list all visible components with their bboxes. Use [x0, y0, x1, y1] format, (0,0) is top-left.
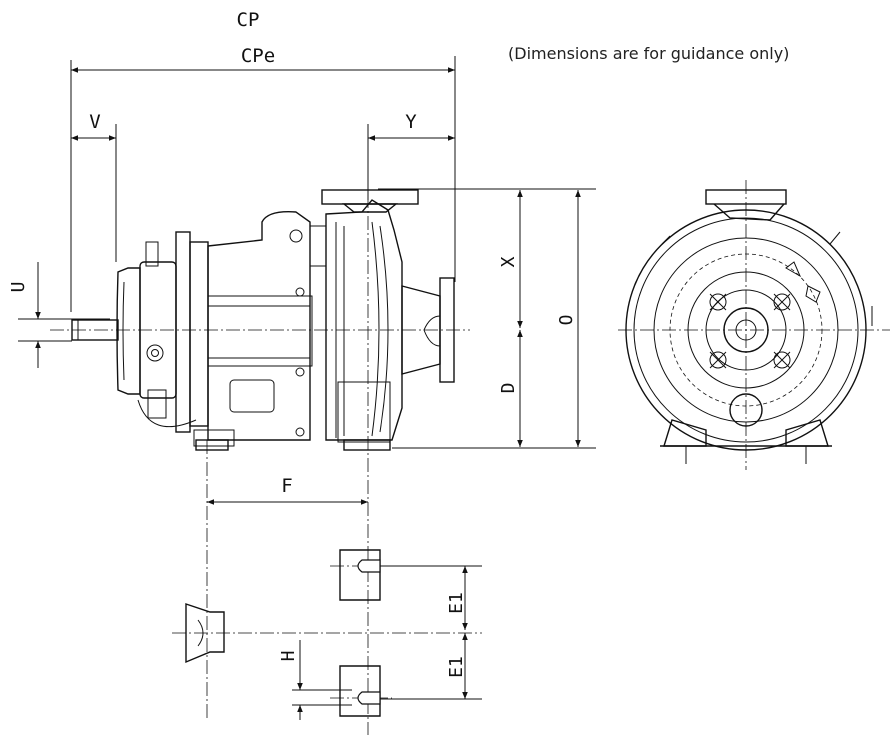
label-cpe: CPe — [241, 45, 275, 67]
label-v: V — [89, 111, 100, 133]
label-x: X — [498, 256, 519, 267]
label-f: F — [281, 475, 292, 497]
label-y: Y — [405, 111, 417, 133]
foot-slot-details — [185, 549, 381, 717]
dimension-lines — [18, 56, 596, 720]
pump-end-view — [625, 189, 873, 464]
label-h: H — [278, 651, 299, 662]
label-u: U — [8, 282, 29, 293]
guidance-note: (Dimensions are for guidance only) — [508, 44, 790, 63]
label-o: O — [556, 315, 577, 326]
pump-side-view — [71, 189, 455, 451]
label-e1-bottom: E1 — [446, 656, 467, 678]
label-e1-top: E1 — [446, 592, 467, 614]
label-d: D — [498, 383, 519, 394]
label-cp: CP — [237, 9, 260, 31]
